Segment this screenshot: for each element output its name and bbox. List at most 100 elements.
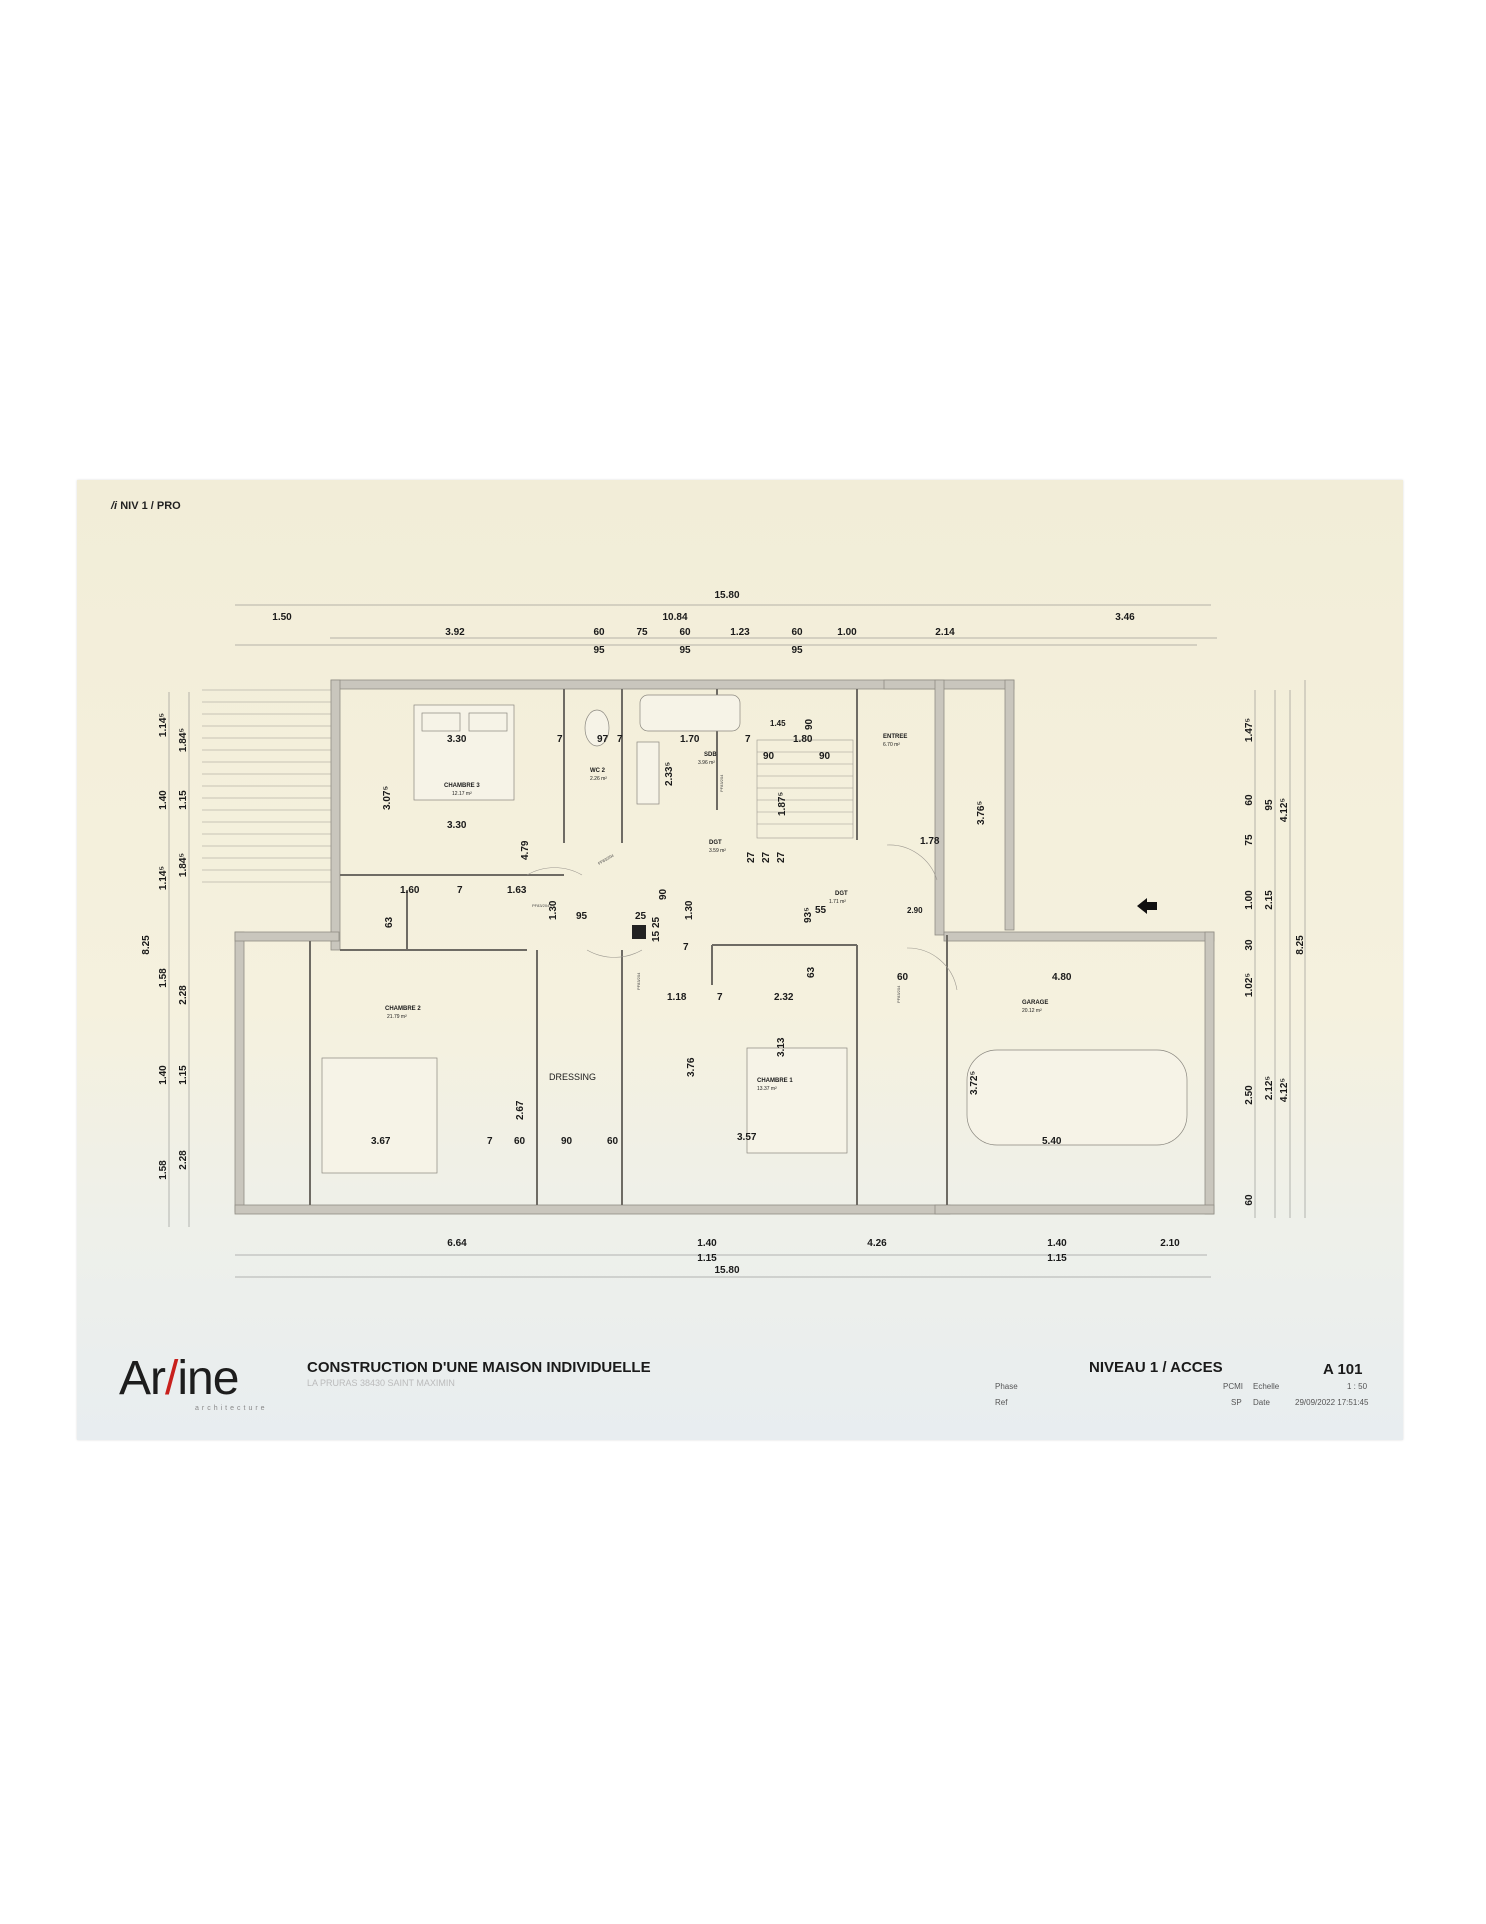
interior-dim: 7 <box>557 734 563 745</box>
interior-dim: 15 <box>651 930 662 942</box>
dim-top-chain: 60 <box>679 627 691 638</box>
dim-top-chain: 2.14 <box>935 627 955 638</box>
interior-dim: 1.45 <box>770 719 786 728</box>
dim-left-inner: 1.15 <box>178 790 189 810</box>
room-labels: CHAMBRE 3 12.17 m² WC 2 2.26 m² SDB 3.96… <box>385 734 1048 1092</box>
staircase <box>756 739 854 839</box>
room-area: 3.59 m² <box>709 848 726 854</box>
floor-plan: 15.80 1.50 10.84 3.46 3.92 60 75 60 1.23… <box>141 590 1306 1278</box>
room-name: CHAMBRE 2 <box>385 1006 421 1012</box>
project-address: LA PRURAS 38430 SAINT MAXIMIN <box>307 1378 455 1388</box>
interior-dim: 3.30 <box>447 820 467 831</box>
interior-dim: 4.80 <box>1052 972 1072 983</box>
room-area: 21.79 m² <box>387 1014 407 1020</box>
room-name: CHAMBRE 3 <box>444 783 480 789</box>
room-name: SDB <box>704 752 717 758</box>
logo-text: ine <box>177 1352 239 1405</box>
dim-top-chain: 1.23 <box>730 627 750 638</box>
dim-right-inner: 4.12⁵ <box>1279 798 1290 822</box>
interior-dim: 1.30 <box>684 900 695 920</box>
dim-left-outer: 1.40 <box>158 790 169 810</box>
interior-dim: 90 <box>763 751 775 762</box>
project-title: CONSTRUCTION D'UNE MAISON INDIVIDUELLE <box>307 1359 651 1376</box>
room-name: WC 2 <box>590 768 606 774</box>
interior-dim: 3.30 <box>447 734 467 745</box>
dim-left-inner: 2.28 <box>178 985 189 1005</box>
pcmi-code: PCMI <box>1223 1382 1243 1391</box>
view-tag: /i NIV 1 / PRO <box>111 500 181 512</box>
fixtures <box>321 694 1188 1174</box>
interior-dim: 3.67 <box>371 1136 391 1147</box>
dim-bottom-chain: 6.64 <box>447 1238 467 1249</box>
room-name: ENTREE <box>883 734 907 740</box>
interior-dim: 7 <box>617 734 623 745</box>
interior-dimensions: 3.30 7 97 7 1.70 7 1.45 90 1.80 90 90 3.… <box>371 718 1072 1147</box>
sink-sdb <box>636 741 660 805</box>
right-dimensions: 8.25 1.47⁵ 60 75 1.00 30 1.02⁵ 2.50 60 9… <box>1244 718 1306 1206</box>
interior-dim: 2.90 <box>907 906 923 915</box>
interior-dim: 3.57 <box>737 1132 757 1143</box>
dim-right-outer: 2.50 <box>1244 1085 1255 1105</box>
logo-text: Ar <box>119 1352 166 1405</box>
room-area: 3.96 m² <box>698 760 715 766</box>
dim-left-inner: 1.84⁵ <box>178 728 189 752</box>
room-area: 1.71 m² <box>829 899 846 905</box>
dim-top-sub: 1.50 <box>272 612 292 623</box>
dim-top-chain: 1.00 <box>837 627 857 638</box>
dim-right-mid: 2.15 <box>1264 890 1275 910</box>
door-tag: PF83/204 <box>532 903 550 908</box>
dim-top-sub: 3.46 <box>1115 612 1135 623</box>
dim-right-outer: 60 <box>1244 1194 1255 1206</box>
dim-bottom-chain-lower: 1.15 <box>1047 1253 1067 1264</box>
interior-dim: 2.67 <box>515 1100 526 1120</box>
title-block-grid: Phase Ref PCMI SP Echelle 1 : 50 Date 29… <box>995 1382 1385 1418</box>
dim-right-outer: 1.47⁵ <box>1244 718 1255 742</box>
room-name: GARAGE <box>1022 1000 1048 1006</box>
room-name: DGT <box>709 840 722 846</box>
top-dimensions: 15.80 1.50 10.84 3.46 3.92 60 75 60 1.23… <box>272 590 1135 656</box>
dim-bottom-chain-lower: 1.15 <box>697 1253 717 1264</box>
terrace-deck <box>202 689 332 883</box>
interior-dim: 7 <box>457 885 463 896</box>
drawing-level: NIVEAU 1 / ACCES <box>1089 1359 1223 1376</box>
dim-top-chain-lower: 95 <box>593 645 605 656</box>
interior-dim: 63 <box>806 966 817 978</box>
title-block: Ar/ine architecture CONSTRUCTION D'UNE M… <box>77 1315 1403 1435</box>
dim-top-chain-lower: 95 <box>791 645 803 656</box>
phase-label: Phase <box>995 1382 1018 1391</box>
flue-shaft <box>632 925 646 939</box>
room-area: 12.17 m² <box>452 791 472 797</box>
sheet-number: A 101 <box>1323 1361 1363 1378</box>
dim-left-outer: 1.58 <box>158 968 169 988</box>
logo-subtitle: architecture <box>195 1405 268 1412</box>
interior-dim: 4.79 <box>520 840 531 860</box>
entrance-arrow-icon <box>1137 898 1157 914</box>
dim-bottom-chain: 1.40 <box>1047 1238 1067 1249</box>
interior-dim: 90 <box>658 888 669 900</box>
interior-dim: 90 <box>819 751 831 762</box>
dim-left-outer: 1.58 <box>158 1160 169 1180</box>
interior-dim: 90 <box>804 718 815 730</box>
room-area: 20.12 m² <box>1022 1008 1042 1014</box>
interior-dim: 63 <box>384 916 395 928</box>
dim-left-total: 8.25 <box>141 935 152 955</box>
dim-top-chain: 60 <box>791 627 803 638</box>
dim-left-outer: 1.14⁵ <box>158 866 169 890</box>
room-area: 6.70 m² <box>883 742 900 748</box>
interior-dim: 1.63 <box>507 885 527 896</box>
interior-dim: 55 <box>815 905 827 916</box>
view-marker-icon: /i <box>111 500 118 512</box>
dim-right-mid: 2.12⁵ <box>1264 1076 1275 1100</box>
interior-dim: 3.13 <box>776 1037 787 1057</box>
interior-dim: 60 <box>897 972 909 983</box>
sp-code: SP <box>1231 1398 1242 1407</box>
interior-dim: 1.78 <box>920 836 940 847</box>
room-name: CHAMBRE 1 <box>757 1078 793 1084</box>
dim-top-total: 15.80 <box>714 590 739 601</box>
interior-dim: 3.72⁵ <box>969 1071 980 1095</box>
dim-bottom-chain: 1.40 <box>697 1238 717 1249</box>
dim-top-chain: 3.92 <box>445 627 465 638</box>
interior-dim: 27 <box>746 851 757 863</box>
bed-chambre-1 <box>746 1047 848 1154</box>
interior-dim: 25 <box>651 916 662 928</box>
